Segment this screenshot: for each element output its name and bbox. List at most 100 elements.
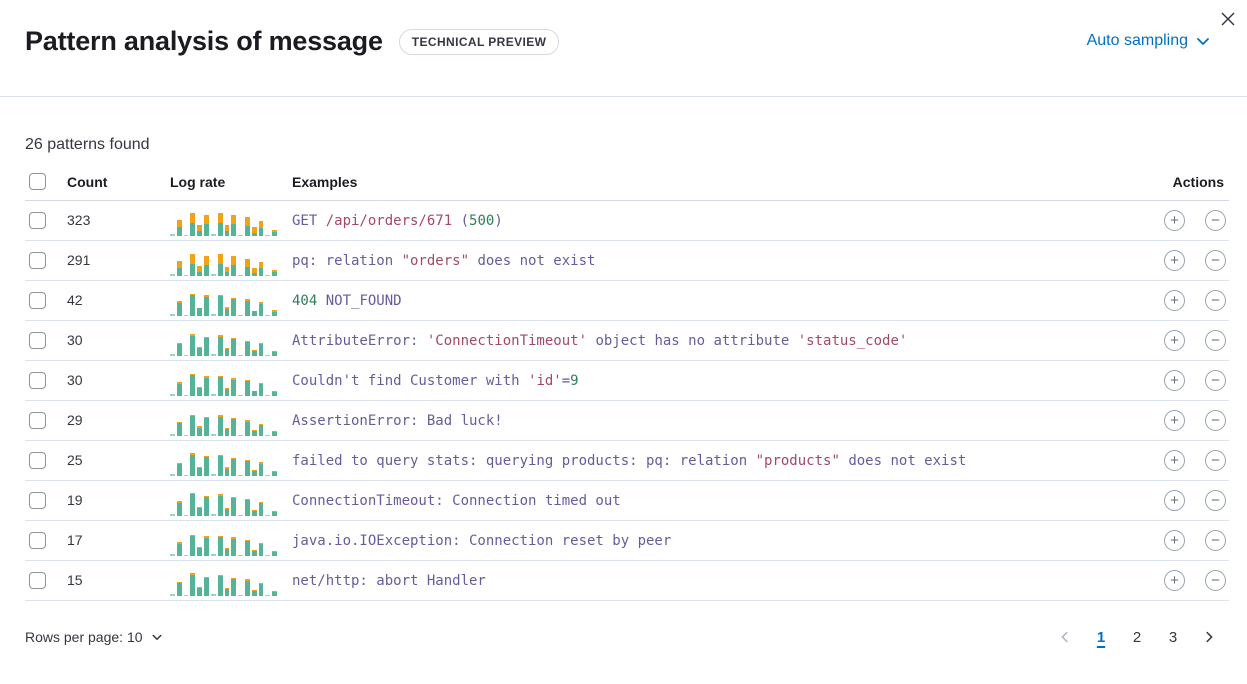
filter-out-button[interactable]: − — [1205, 410, 1226, 431]
filter-out-button[interactable]: − — [1205, 250, 1226, 271]
sampling-dropdown[interactable]: Auto sampling — [1087, 32, 1211, 50]
log-rate-chart — [170, 486, 277, 516]
row-checkbox[interactable] — [29, 572, 46, 589]
plus-circle-icon: + — [1170, 571, 1179, 589]
filter-in-button[interactable]: + — [1164, 570, 1185, 591]
page-button-2[interactable]: 2 — [1125, 625, 1149, 649]
plus-circle-icon: + — [1170, 251, 1179, 269]
row-checkbox[interactable] — [29, 252, 46, 269]
filter-in-button[interactable]: + — [1164, 330, 1185, 351]
previous-page-button[interactable] — [1053, 625, 1077, 649]
patterns-found-count: 26 patterns found — [25, 136, 150, 153]
chevron-left-icon — [1061, 631, 1068, 643]
table-row: 30 AttributeError: 'ConnectionTimeout' ob… — [25, 321, 1229, 361]
filter-out-button[interactable]: − — [1205, 330, 1226, 351]
filter-in-button[interactable]: + — [1164, 490, 1185, 511]
example-text: 404 NOT_FOUND — [292, 292, 402, 309]
filter-out-button[interactable]: − — [1205, 570, 1226, 591]
minus-circle-icon: − — [1211, 331, 1220, 349]
filter-in-button[interactable]: + — [1164, 530, 1185, 551]
minus-circle-icon: − — [1211, 291, 1220, 309]
plus-circle-icon: + — [1170, 331, 1179, 349]
flyout-body: 26 patterns found Count Log rate Example… — [0, 136, 1247, 649]
filter-in-button[interactable]: + — [1164, 450, 1185, 471]
pattern-count: 15 — [67, 571, 83, 588]
sampling-label: Auto sampling — [1086, 32, 1188, 49]
plus-circle-icon: + — [1170, 491, 1179, 509]
minus-circle-icon: − — [1211, 211, 1220, 229]
log-rate-chart — [170, 526, 277, 556]
log-rate-chart — [170, 406, 277, 436]
close-icon[interactable] — [1215, 6, 1241, 32]
pattern-count: 30 — [67, 331, 83, 348]
plus-circle-icon: + — [1170, 531, 1179, 549]
row-checkbox[interactable] — [29, 452, 46, 469]
minus-circle-icon: − — [1211, 411, 1220, 429]
plus-circle-icon: + — [1170, 371, 1179, 389]
select-all-checkbox[interactable] — [29, 173, 46, 190]
page-button-3[interactable]: 3 — [1161, 625, 1185, 649]
example-text: Couldn't find Customer with 'id'=9 — [292, 372, 579, 389]
filter-in-button[interactable]: + — [1164, 370, 1185, 391]
minus-circle-icon: − — [1211, 451, 1220, 469]
rows-per-page-label: Rows per page: 10 — [25, 629, 143, 645]
filter-out-button[interactable]: − — [1205, 290, 1226, 311]
filter-out-button[interactable]: − — [1205, 490, 1226, 511]
column-header-log-rate: Log rate — [170, 167, 292, 201]
flyout-header: Pattern analysis of message TECHNICAL PR… — [0, 0, 1247, 97]
row-checkbox[interactable] — [29, 412, 46, 429]
minus-circle-icon: − — [1211, 571, 1220, 589]
chevron-down-icon — [152, 634, 162, 640]
filter-in-button[interactable]: + — [1164, 210, 1185, 231]
minus-circle-icon: − — [1211, 491, 1220, 509]
example-text: AttributeError: 'ConnectionTimeout' obje… — [292, 332, 908, 349]
example-text: net/http: abort Handler — [292, 572, 486, 589]
filter-out-button[interactable]: − — [1205, 530, 1226, 551]
log-rate-chart — [170, 326, 277, 356]
filter-in-button[interactable]: + — [1164, 410, 1185, 431]
column-header-examples: Examples — [292, 167, 1137, 201]
minus-circle-icon: − — [1211, 531, 1220, 549]
table-row: 323 GET /api/orders/671 (500) + − — [25, 201, 1229, 241]
minus-circle-icon: − — [1211, 251, 1220, 269]
log-rate-chart — [170, 566, 277, 596]
example-text: AssertionError: Bad luck! — [292, 412, 503, 429]
plus-circle-icon: + — [1170, 291, 1179, 309]
filter-in-button[interactable]: + — [1164, 250, 1185, 271]
plus-circle-icon: + — [1170, 451, 1179, 469]
row-checkbox[interactable] — [29, 492, 46, 509]
example-text: GET /api/orders/671 (500) — [292, 212, 503, 229]
next-page-button[interactable] — [1197, 625, 1221, 649]
row-checkbox[interactable] — [29, 532, 46, 549]
row-checkbox[interactable] — [29, 292, 46, 309]
pattern-count: 323 — [67, 211, 91, 228]
pattern-count: 42 — [67, 291, 83, 308]
example-text: pq: relation "orders" does not exist — [292, 252, 596, 269]
chevron-down-icon — [1197, 38, 1209, 45]
page-title: Pattern analysis of message — [25, 26, 383, 56]
example-text: java.io.IOException: Connection reset by… — [292, 532, 672, 549]
filter-in-button[interactable]: + — [1164, 290, 1185, 311]
rows-per-page-dropdown[interactable]: Rows per page: 10 — [25, 629, 163, 645]
column-header-count: Count — [67, 167, 170, 201]
log-rate-chart — [170, 366, 277, 396]
filter-out-button[interactable]: − — [1205, 210, 1226, 231]
row-checkbox[interactable] — [29, 372, 46, 389]
row-checkbox[interactable] — [29, 332, 46, 349]
pattern-count: 291 — [67, 251, 91, 268]
row-checkbox[interactable] — [29, 212, 46, 229]
log-rate-chart — [170, 446, 277, 476]
filter-out-button[interactable]: − — [1205, 450, 1226, 471]
filter-out-button[interactable]: − — [1205, 370, 1226, 391]
page-button-1[interactable]: 1 — [1089, 625, 1113, 649]
plus-circle-icon: + — [1170, 211, 1179, 229]
log-rate-chart — [170, 286, 277, 316]
example-text: failed to query stats: querying products… — [292, 452, 967, 469]
chevron-right-icon — [1206, 631, 1213, 643]
